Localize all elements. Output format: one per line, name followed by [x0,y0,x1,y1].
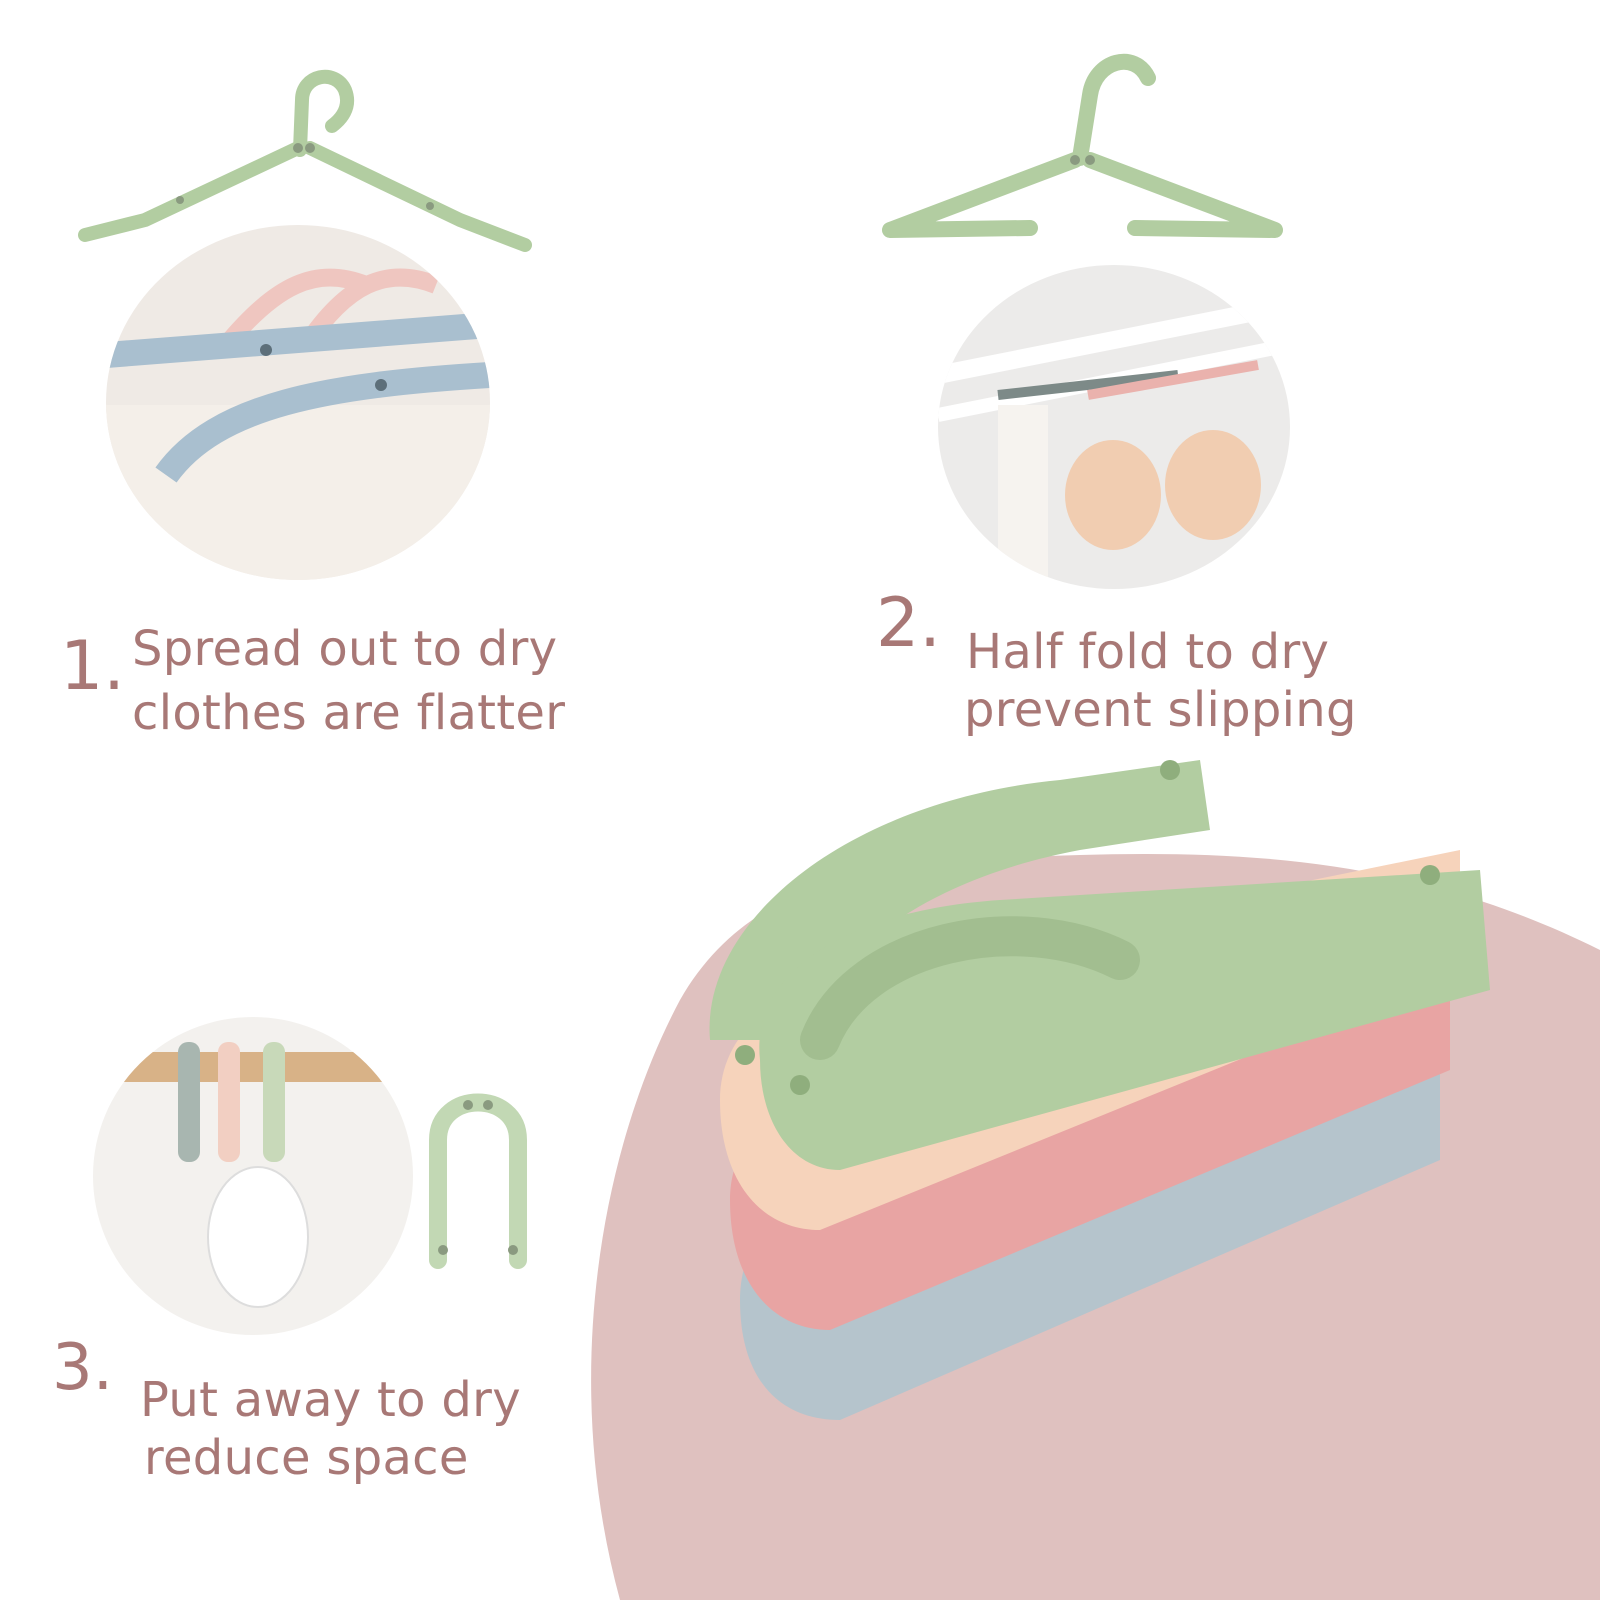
step-3-subtitle: reduce space [144,1430,469,1486]
hanger-folded-icon [429,1093,527,1269]
photo-put-away [93,1017,413,1335]
step-1-number: 1. [60,627,125,706]
folded-hanger-stack [709,760,1490,1420]
photo-half-fold-rail [938,265,1290,589]
step-2-number: 2. [876,584,941,663]
hanger-spread-icon [78,69,532,252]
hanger-half-folded-icon [882,53,1283,238]
step-1-title: Spread out to dry [132,621,558,677]
step-3-title: Put away to dry [140,1372,521,1428]
step-2-title: Half fold to dry [966,624,1330,680]
step-1-subtitle: clothes are flatter [132,685,566,741]
photo-spread-closeup [106,225,490,580]
step-2-subtitle: prevent slipping [964,682,1357,738]
step-3-number: 3. [52,1331,114,1405]
